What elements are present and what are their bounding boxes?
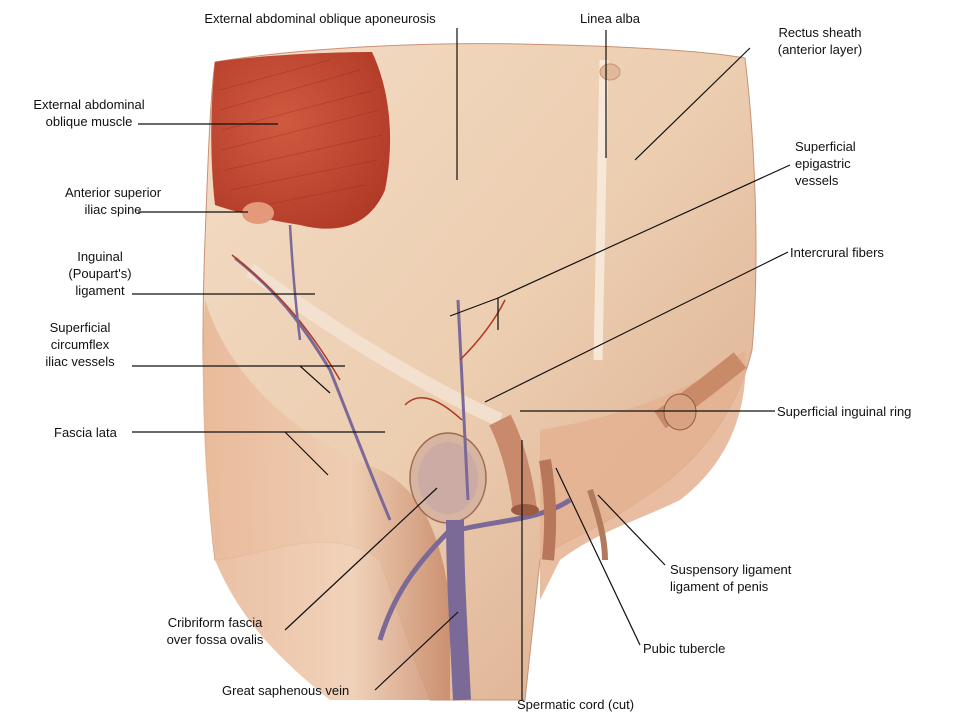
label-spermatic-cord: Spermatic cord (cut) — [517, 696, 634, 713]
leader-saphenous — [374, 611, 459, 691]
label-line-1: Anterior superior — [64, 185, 162, 200]
label-line-2: iliac spine — [84, 202, 142, 217]
cord-lower — [539, 459, 557, 561]
label-superficial-circumflex: Superficial circumflex iliac vessels — [20, 319, 140, 370]
cribriform-fascia — [418, 442, 478, 514]
thigh-region — [203, 300, 450, 700]
label-line-3: vessels — [795, 173, 839, 188]
leader-intercrural — [484, 251, 789, 403]
label-superficial-inguinal-ring: Superficial inguinal ring — [777, 403, 911, 420]
right-ring — [663, 393, 697, 431]
label-text: Linea alba — [580, 11, 640, 26]
label-inguinal-ligament: Inguinal (Poupart's) ligament — [40, 248, 160, 299]
muscle-fibers — [219, 59, 383, 209]
label-text: Pubic tubercle — [643, 641, 726, 656]
linea-alba-stripe — [593, 59, 609, 361]
epigastric-vessels — [404, 299, 506, 501]
suspensory-fold — [587, 489, 608, 561]
label-suspensory-ligament: Suspensory ligament ligament of penis — [670, 561, 791, 595]
leader-epigastric-2 — [449, 297, 499, 317]
label-text: External abdominal oblique aponeurosis — [204, 11, 436, 26]
saphenous-branch-2 — [457, 497, 572, 533]
label-intercrural-fibers: Intercrural fibers — [790, 244, 884, 261]
label-linea-alba: Linea alba — [560, 10, 660, 27]
leader-pubic-tubercle — [555, 467, 641, 646]
label-line-2: over fossa ovalis — [166, 632, 264, 647]
asis-bump — [242, 202, 274, 224]
label-line-2: oblique muscle — [45, 114, 133, 129]
label-line-1: Superficial — [795, 139, 856, 154]
leader-suspensory — [597, 494, 666, 566]
label-line-1: Cribriform fascia — [167, 615, 263, 630]
label-asis: Anterior superior iliac spine — [48, 184, 178, 218]
circumflex-vessels — [231, 224, 392, 521]
label-line-2: circumflex — [50, 337, 110, 352]
label-line-2: (anterior layer) — [777, 42, 863, 57]
label-ext-oblique-muscle: External abdominal oblique muscle — [14, 96, 164, 130]
saphenous-branch — [377, 523, 457, 641]
leader-fascia-lata-2 — [284, 431, 329, 476]
spermatic-cord-shape — [489, 414, 537, 512]
label-line-3: ligament — [75, 283, 125, 298]
label-text: Fascia lata — [54, 425, 117, 440]
label-line-2: ligament of penis — [670, 579, 769, 594]
label-great-saphenous: Great saphenous vein — [222, 682, 349, 699]
label-line-2: epigastric — [795, 156, 851, 171]
label-line-1: Superficial — [49, 320, 111, 335]
label-cribriform-fascia: Cribriform fascia over fossa ovalis — [140, 614, 290, 648]
label-ext-oblique-aponeurosis: External abdominal oblique aponeurosis — [170, 10, 470, 27]
great-saphenous-vein-shape — [446, 519, 471, 701]
spermatic-cord-cut — [511, 504, 539, 516]
leader-cribriform — [284, 487, 438, 631]
label-line-3: iliac vessels — [45, 354, 115, 369]
label-line-1: Rectus sheath — [778, 25, 862, 40]
label-rectus-sheath: Rectus sheath (anterior layer) — [750, 24, 890, 58]
label-line-1: Suspensory ligament — [670, 562, 792, 577]
label-superficial-epigastric: Superficial epigastric vessels — [795, 138, 856, 189]
inguinal-ligament-band — [245, 264, 503, 427]
label-text: Spermatic cord (cut) — [517, 697, 635, 712]
label-line-1: External abdominal — [33, 97, 145, 112]
external-oblique-muscle-shape — [211, 52, 391, 229]
leader-lines — [132, 28, 791, 700]
label-text: Superficial inguinal ring — [777, 404, 912, 419]
label-fascia-lata: Fascia lata — [54, 424, 117, 441]
label-line-1: Inguinal — [77, 249, 123, 264]
label-line-2: (Poupart's) — [68, 266, 132, 281]
label-text: Great saphenous vein — [222, 683, 350, 698]
label-text: Intercrural fibers — [790, 245, 884, 260]
leader-rectus-sheath — [634, 47, 751, 161]
umbilicus — [599, 63, 621, 81]
label-pubic-tubercle: Pubic tubercle — [643, 640, 725, 657]
